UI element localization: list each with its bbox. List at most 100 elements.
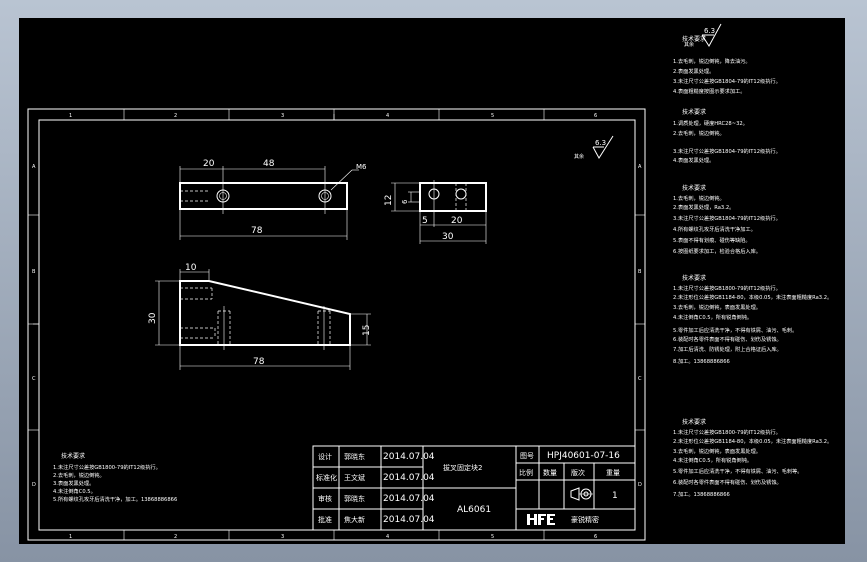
right-notes-5-line-1: 1.未注尺寸公差按GB1800-79的IT12级执行。 [673,428,781,436]
zone-row-d: D [32,482,36,488]
tb-sheet-value: 1 [612,491,618,501]
tb-weight-label: 重量 [606,469,620,477]
right-notes-3-line-1: 1.去毛刺，锐边倒钝。 [673,194,725,202]
right-notes-2-line-1: 1.调质处理，硬度HRC28~32。 [673,119,748,127]
dim-10-top: 10 [185,263,197,273]
dim-20-front: 20 [203,159,215,169]
roughness-value: 6.3 [595,139,606,147]
right-notes-group-1: 技术要求 1.去毛刺，锐边倒钝，降去油污。 2.表面发黑处理。 3.未注尺寸公差… [673,35,781,95]
top-view-outline [179,280,351,346]
top-view: 10 30 15 78 [148,263,372,370]
right-notes-group-2: 技术要求 1.调质处理，硬度HRC28~32。 2.去毛刺，锐边倒钝。 3.未注… [673,108,781,164]
right-notes-4-line-7: 7.加工后清洗、防锈处理，附上合格证后入库。 [673,345,782,353]
right-notes-4-line-6: 6.装配时各零件表面不得有碰伤、划伤及锈蚀。 [673,335,782,343]
zone-row-c: C [32,376,36,382]
dim-12-side: 12 [384,195,394,206]
right-notes-2-line-3: 3.未注尺寸公差按GB1804-79的IT12级执行。 [673,147,781,155]
side-view: 12 6 5 20 30 [384,180,487,244]
right-notes-1-line-2: 2.表面发黑处理。 [673,67,714,75]
tb-material: AL6061 [457,505,491,515]
outer-roughness-symbol: 其余 6.3 [684,23,722,48]
company-logo-text: HFE [559,518,569,524]
zone-row-b: B [32,269,36,275]
right-notes-3-line-3: 3.未注尺寸公差按GB1804-79的IT12级执行。 [673,214,781,222]
dim-30-top: 30 [148,312,158,324]
tech-notes-main: 技术要求 1.未注尺寸公差按GB1800-79的IT12级执行。 2.去毛刺，锐… [53,452,177,503]
front-view: 20 48 M6 78 [179,159,367,240]
right-notes-2-title: 技术要求 [682,108,706,116]
outer-roughness-label: 其余 [684,41,694,48]
tb-drawing-no: HPJ40601-07-16 [547,451,620,461]
surface-roughness-symbol: 其余 6.3 [574,135,614,160]
zone-row-b-right: B [638,269,642,275]
tb-date-4: 2014.07.04 [383,515,435,525]
zone-col-2: 2 [174,113,177,119]
tb-sheet-label: 版次 [571,468,585,477]
tb-part-name: 拔叉固定块2 [443,463,482,472]
right-notes-5-line-6: 6.装配时各零件表面不得有碰伤、划伤及锈蚀。 [673,478,782,486]
side-view-outline [419,182,487,212]
dim-30-side: 30 [442,232,454,242]
right-notes-5-line-7: 7.加工。13868886866 [673,490,730,498]
right-notes-5-line-3: 3.去毛刺，锐边倒钝，表面发黑处理。 [673,447,761,455]
zone-col-2-bottom: 2 [174,534,177,540]
right-notes-4-line-8: 8.加工。13868886866 [673,357,730,365]
right-notes-4-line-4: 4.未注倒角C0.5，所有锐角倒钝。 [673,313,752,321]
zone-col-1-bottom: 1 [69,534,72,540]
right-notes-group-5: 技术要求 1.未注尺寸公差按GB1800-79的IT12级执行。 2.未注形位公… [673,418,832,498]
cad-drawing: 1 2 3 4 5 6 1 2 3 4 5 6 A B C D A B C D … [27,23,832,541]
right-notes-1-line-1: 1.去毛刺，锐边倒钝，降去油污。 [673,57,751,65]
tb-name-4: 焦大新 [344,515,365,524]
outer-roughness-value: 6.3 [704,27,715,35]
tb-scale-label: 比例 [519,468,533,477]
dim-78-front: 78 [251,226,263,236]
dim-20-side: 20 [451,216,463,226]
right-notes-4-line-5: 5.零件加工后应清洗干净，不得有铁屑、油污、毛刺。 [673,326,797,334]
zone-row-a: A [32,164,36,170]
right-notes-5-line-4: 4.未注倒角C0.5，所有锐角倒钝。 [673,456,752,464]
right-notes-3-line-5: 5.表面不得有划痕、碰伤等缺陷。 [673,236,751,244]
dim-15-top: 15 [362,325,372,336]
right-notes-5-line-5: 5.零件加工后应清洗干净，不得有铁屑、油污、毛刺等。 [673,467,802,475]
outer-border [27,108,646,541]
tb-name-1: 郭晓东 [344,452,365,461]
right-notes-2-line-2: 2.去毛刺，锐边倒钝。 [673,129,725,137]
tb-name-2: 王文斌 [344,473,365,482]
tb-role-2: 标准化 [316,473,337,482]
zone-col-4: 4 [386,113,389,119]
note-line-1: 1.未注尺寸公差按GB1800-79的IT12级执行。 [53,463,161,471]
note-line-5: 5.所有螺纹孔攻牙后清洗干净，加工。13868886866 [53,495,177,503]
right-notes-group-3: 技术要求 1.去毛刺，锐边倒钝。 2.表面发黑处理，Ra3.2。 3.未注尺寸公… [673,184,781,255]
tb-qty-label: 数量 [543,468,557,477]
zone-col-1: 1 [69,113,72,119]
tb-date-1: 2014.07.04 [383,452,435,462]
note-line-4: 4.未注倒角C0.5。 [53,487,96,495]
tb-role-3: 审核 [318,494,332,503]
tb-role-4: 批准 [318,515,332,524]
right-notes-3-line-2: 2.表面发黑处理，Ra3.2。 [673,203,734,211]
zone-row-d-right: D [638,482,642,488]
notes-title: 技术要求 [61,452,85,460]
note-line-2: 2.去毛刺，锐边倒钝。 [53,471,105,479]
projection-symbol-icon [570,487,593,501]
roughness-label: 其余 [574,153,584,160]
company-logo: HFE [527,514,569,525]
front-view-outline [179,182,348,210]
dim-78-top: 78 [253,357,265,367]
right-notes-1-line-4: 4.表面粗糙度按图示要求加工。 [673,87,745,95]
tb-date-3: 2014.07.04 [383,494,435,504]
dim-48-front: 48 [263,159,275,169]
right-notes-3-title: 技术要求 [682,184,706,192]
cad-drawing-canvas[interactable]: 1 2 3 4 5 6 1 2 3 4 5 6 A B C D A B C D … [19,18,845,544]
right-notes-4-line-3: 3.去毛刺，锐边倒钝，表面发黑处理。 [673,303,761,311]
zone-row-c-right: C [638,376,642,382]
zone-col-6-bottom: 6 [594,534,597,540]
tb-date-2: 2014.07.04 [383,473,435,483]
right-notes-5-title: 技术要求 [682,418,706,426]
right-notes-4-line-1: 1.未注尺寸公差按GB1800-79的IT12级执行。 [673,284,781,292]
right-notes-3-line-6: 6.按图纸要求加工，检验合格后入库。 [673,247,761,255]
zone-col-6: 6 [594,113,597,119]
tb-drawing-no-label: 图号 [520,452,534,460]
thread-callout: M6 [356,163,367,171]
dim-5-side: 5 [422,216,428,226]
